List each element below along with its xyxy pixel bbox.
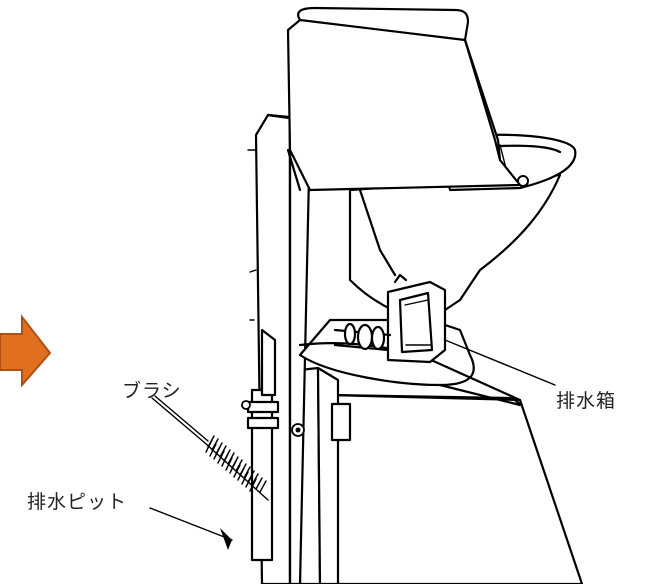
pedestal-body — [298, 366, 352, 586]
drain-box-label: 排水箱 — [556, 390, 617, 412]
drain-box — [386, 273, 447, 364]
drain-pit-label: 排水ピット — [27, 491, 128, 513]
drain-box-leader — [444, 339, 556, 386]
drain-pit-leader — [149, 507, 233, 541]
brush-bristles — [205, 435, 267, 493]
hopper — [348, 173, 562, 322]
cover-panel — [286, 6, 522, 192]
drain-pit-arrowhead — [220, 528, 232, 550]
drain-pipe — [241, 328, 305, 562]
brush — [151, 395, 269, 501]
leader-lines — [149, 339, 556, 550]
right-arrow-icon — [0, 314, 52, 388]
connector-pipe — [333, 322, 392, 352]
brush-label: ブラシ — [122, 380, 182, 402]
